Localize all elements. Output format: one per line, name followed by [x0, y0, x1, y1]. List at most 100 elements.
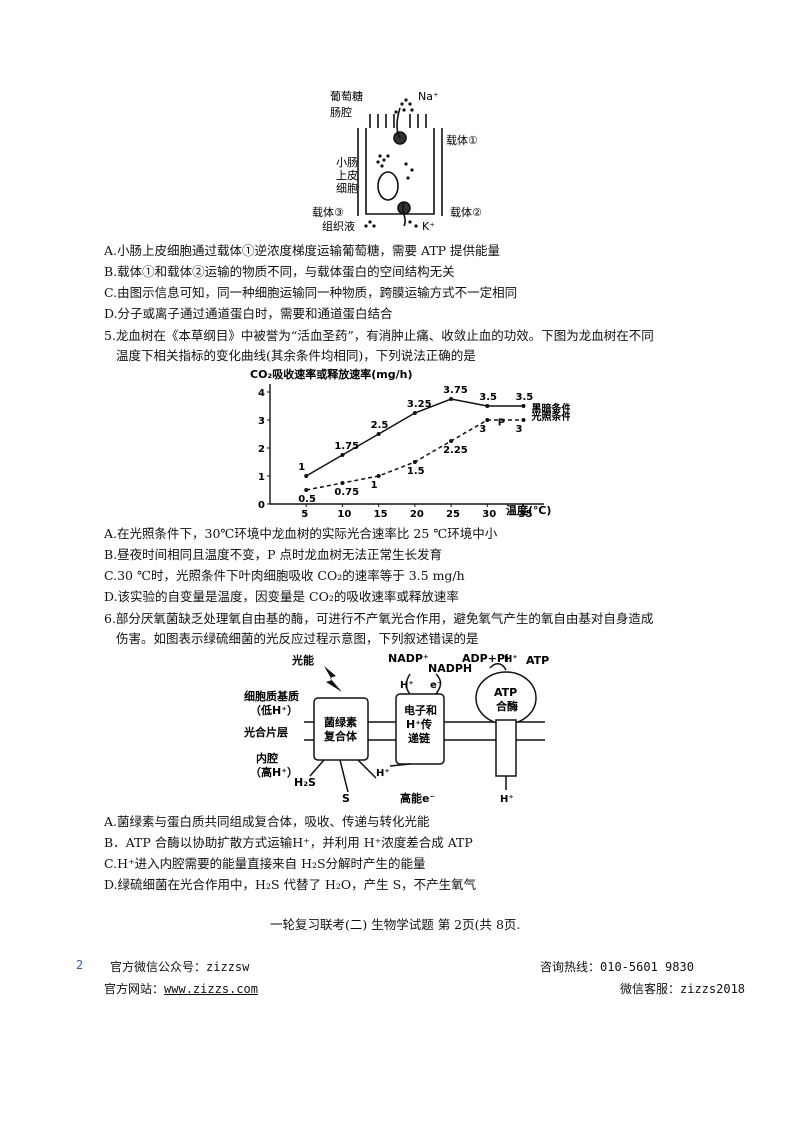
site-service: 微信客服：zizzs2018 — [620, 982, 746, 996]
q5-stem-line-1: 5.龙血树在《本草纲目》中被誉为“活血圣药”，有消肿止痛、收敛止血的功效。下图为… — [104, 328, 654, 343]
label-matrix: 细胞质基质 — [244, 689, 299, 703]
label-atp: ATP — [526, 654, 549, 667]
label-chain-3: 递链 — [408, 731, 431, 745]
q5-option-a: A.在光照条件下，30℃环境中龙血树的实际光合速率比 25 ℃环境中小 — [104, 526, 498, 541]
intestine-cell-diagram: 葡萄糖 Na⁺ 肠腔 载体① 小肠 上皮 细胞 载体③ 组织液 载体② K⁺ — [312, 89, 482, 233]
label-chain-1: 电子和 — [404, 703, 437, 717]
label-cell-2: 上皮 — [336, 169, 358, 182]
q5-option-d: D.该实验的自变量是温度，因变量是 CO₂的吸收速率或释放速率 — [104, 589, 459, 604]
site-hotline: 咨询热线：010-5601 9830 — [540, 960, 694, 974]
label-h-top: H⁺ — [400, 680, 414, 691]
series-2-point — [449, 439, 454, 443]
x-tick-label: 15 — [374, 509, 388, 520]
q4-option-a: A.小肠上皮细胞通过载体①逆浓度梯度运输葡萄糖，需要 ATP 提供能量 — [104, 243, 501, 258]
label-complex-2: 复合体 — [323, 729, 358, 743]
x-tick-label: 10 — [337, 509, 351, 520]
q6-option-c: C.H⁺进入内腔需要的能量直接来自 H₂S分解时产生的能量 — [104, 856, 426, 871]
series-2-point — [376, 474, 381, 478]
site-website-link[interactable]: www.zizzs.com — [164, 982, 258, 996]
label-nadph: NADPH — [428, 662, 472, 675]
label-h2s: H₂S — [294, 776, 316, 789]
label-carrier-1: 载体① — [446, 133, 478, 147]
label-s: S — [342, 792, 350, 805]
series-2-point — [412, 460, 417, 464]
series-1-point — [485, 404, 490, 408]
label-chain-2: H⁺传 — [406, 717, 432, 731]
series-2-data-label: 1 — [371, 480, 378, 491]
series-2-data-label: 0.5 — [298, 494, 316, 505]
label-h-atp: H⁺ — [504, 654, 518, 665]
label-carrier-3: 载体③ — [312, 205, 344, 219]
q4-option-d: D.分子或离子通过通道蛋白时，需要和通道蛋白结合 — [104, 306, 393, 321]
label-cell-3: 细胞 — [336, 182, 358, 195]
label-lumen: 肠腔 — [330, 105, 352, 119]
label-nadp: NADP⁺ — [388, 652, 429, 665]
chart-ylabel: CO₂吸收速率或释放速率(mg/h) — [250, 367, 412, 381]
series-2-data-label: 1.5 — [407, 466, 425, 477]
q6-stem-line-1: 6.部分厌氧菌缺乏处理氧自由基的酶，可进行不产氧光合作用，避免氧气产生的氧自由基… — [104, 611, 654, 626]
q5-option-c: C.30 ℃时，光照条件下叶肉细胞吸收 CO₂的速率等于 3.5 mg/h — [104, 568, 465, 583]
label-k: K⁺ — [422, 220, 435, 233]
series-2-point — [485, 418, 490, 422]
y-tick-label: 0 — [258, 500, 265, 511]
series-2-data-label: 3 — [516, 424, 523, 435]
series-2-legend: 光照条件下 — [531, 410, 570, 423]
series-1-point — [449, 397, 454, 401]
label-glucose: 葡萄糖 — [330, 89, 363, 103]
site-website-label: 官方网站： — [104, 982, 165, 996]
y-tick-label: 4 — [258, 388, 265, 399]
q6-option-b: B．ATP 合酶以协助扩散方式运输H⁺，并利用 H⁺浓度差合成 ATP — [104, 835, 473, 850]
series-1-data-label: 1.75 — [334, 441, 359, 452]
y-tick-label: 2 — [258, 444, 265, 455]
site-page-number: 2 — [76, 958, 84, 972]
series-1-data-label: 3.75 — [443, 385, 468, 396]
x-tick-label: 25 — [446, 509, 460, 520]
label-light: 光能 — [291, 653, 314, 667]
q4-option-c: C.由图示信息可知，同一种细胞运输同一种物质，跨膜运输方式不一定相同 — [104, 285, 518, 300]
label-h-bottom: H⁺ — [500, 794, 514, 805]
series-1-data-label: 2.5 — [371, 420, 389, 431]
site-website: 官方网站：www.zizzs.com — [104, 980, 258, 997]
label-adp-pi: ADP+Pi — [462, 652, 509, 665]
series-1-legend: 黑暗条件下 — [532, 402, 570, 415]
co2-rate-chart: CO₂吸收速率或释放速率(mg/h) 温度(℃) 0 1 2 3 4 5 10 15 20 25 3… — [250, 367, 570, 520]
series-2-point — [340, 481, 345, 485]
annotation-p: P — [498, 417, 505, 428]
q5-option-b: B.昼夜时间相同且温度不变，P 点时龙血树无法正常生长发育 — [104, 547, 443, 562]
label-lumen-inner: 内腔 — [256, 751, 278, 765]
y-tick-label: 1 — [258, 472, 265, 483]
label-atp-synthase-1: ATP — [494, 686, 517, 699]
series-1-point — [376, 432, 381, 436]
q6-option-d: D.绿硫细菌在光合作用中，H₂S 代替了 H₂O，产生 S，不产生氧气 — [104, 877, 477, 892]
label-complex-1: 菌绿素 — [324, 715, 357, 729]
series-2-point — [304, 488, 309, 492]
series-line-1 — [305, 398, 524, 477]
series-2-data-label: 3 — [479, 424, 486, 435]
q5-stem-line-2: 温度下相关指标的变化曲线(其余条件均相同)，下列说法正确的是 — [116, 348, 476, 363]
label-e-top: e⁻ — [430, 680, 442, 691]
light-reaction-diagram: 光能 细胞质基质 （低H⁺） 光合片层 内腔 （高H⁺） 菌绿素 复合体 电子和… — [243, 652, 549, 805]
series-2-data-label: 2.25 — [443, 445, 468, 456]
x-tick-label: 35 — [519, 509, 533, 520]
x-tick-label: 20 — [410, 509, 424, 520]
x-tick-label: 5 — [301, 509, 308, 520]
exam-page-footer: 一轮复习联考(二) 生物学试题 第 2页(共 8页. — [270, 917, 521, 932]
series-1-point — [340, 453, 345, 457]
series-1-data-label: 3.5 — [516, 392, 534, 403]
label-h-lumen: H⁺ — [376, 768, 390, 779]
site-wechat: 官方微信公众号：zizzsw — [110, 960, 250, 974]
label-carrier-2: 载体② — [450, 205, 482, 219]
y-tick-label: 3 — [258, 416, 265, 427]
series-2-point — [521, 418, 526, 422]
series-1-data-label: 3.25 — [407, 399, 432, 410]
series-1-point — [304, 474, 309, 478]
q6-stem-line-2: 伤害。如图表示绿硫细菌的光反应过程示意图，下列叙述错误的是 — [116, 631, 479, 646]
label-atp-synthase-2: 合酶 — [496, 699, 518, 713]
series-1-point — [412, 411, 417, 415]
q6-option-a: A.菌绿素与蛋白质共同组成复合体，吸收、传递与转化光能 — [104, 814, 430, 829]
chart-xlabel: 温度(℃) — [506, 503, 551, 517]
label-tissue-fluid: 组织液 — [322, 219, 355, 233]
label-lumen-sub: （高H⁺） — [250, 765, 298, 779]
series-1-data-label: 3.5 — [479, 392, 497, 403]
